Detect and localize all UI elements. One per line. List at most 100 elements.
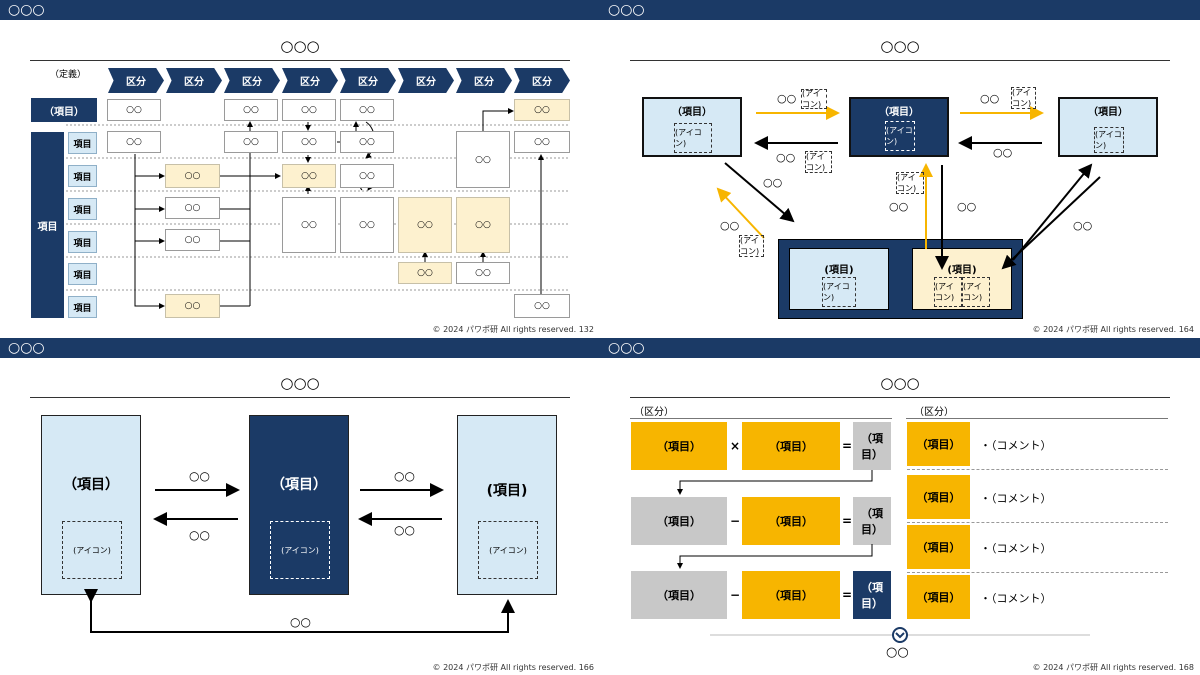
column-header-chevron: 区分 [108, 68, 164, 93]
column-header-chevron: 区分 [398, 68, 454, 93]
s1-connectors [66, 108, 570, 309]
column-header-chevron: 区分 [224, 68, 280, 93]
equals: = [841, 588, 853, 602]
flow-label: ○○ [980, 92, 1000, 105]
row-group-header: （項目） [31, 98, 97, 122]
cell: ○○ [107, 131, 161, 153]
comment: ・（コメント） [980, 492, 1052, 505]
cell: ○○ [165, 197, 220, 219]
flow-label: ○○ [957, 200, 977, 213]
column-header-chevron: 区分 [456, 68, 512, 93]
item-box: （項目） [631, 422, 727, 470]
icon-placeholder: (アイコン) [1094, 127, 1124, 153]
cell: ○○ [456, 197, 510, 253]
cell: ○○ [340, 99, 394, 121]
cell: ○○ [514, 131, 570, 153]
icon-placeholder: (アイコン) [801, 89, 827, 109]
item-box: （項目） [907, 525, 970, 569]
item-box: （項目） [742, 571, 840, 619]
bottom-container: (項目) (アイコン) (項目) (アイコン) (アイコン) [778, 239, 1023, 319]
icon-placeholder: (アイコン) [62, 521, 122, 579]
item-box: （項目） [631, 571, 727, 619]
item-label: (項目) [486, 483, 528, 499]
comment: ・（コメント） [980, 542, 1052, 555]
row-label: 項目 [68, 231, 97, 253]
slide-164: ○○○ ○○○ （項目） (アイコン) （項目） (アイコン) （項目） (アイ… [600, 0, 1200, 337]
equals: = [841, 514, 853, 528]
column-header-chevron: 区分 [340, 68, 396, 93]
category-rule [906, 418, 1168, 419]
cell: ○○ [282, 164, 336, 188]
top-bar: ○○○ [0, 338, 600, 358]
slide-132: ○○○ ○○○ （定義） 区分区分区分区分区分区分区分区分 （項目） 項目 項目… [0, 0, 600, 337]
icon-placeholder: (アイコン) [885, 121, 915, 151]
copyright: © 2024 パワポ研 All rights reserved. 168 [1032, 663, 1194, 672]
s3-connectors [84, 483, 515, 633]
divider [907, 572, 1168, 573]
slide-168: ○○○ ○○○ （区分） （区分） （項目）×（項目）=（項目）（項目）−（項目… [600, 338, 1200, 675]
item-box: （項目） [907, 475, 970, 519]
flow-label: ○○ [777, 92, 797, 105]
item-box: （項目） [631, 497, 727, 545]
item-label: (項目) [947, 265, 977, 276]
item-box-center: （項目） (アイコン) [849, 97, 949, 157]
title-rule [30, 60, 570, 61]
flow-label: ○○ [189, 469, 210, 483]
row-label: 項目 [68, 132, 97, 154]
title-rule [630, 60, 1170, 61]
title-rule [30, 397, 570, 398]
side-label: 項目 [31, 132, 64, 318]
header-text: ○○○ [608, 340, 645, 356]
top-bar: ○○○ [0, 0, 600, 20]
cell: ○○ [514, 294, 570, 318]
item-box-right: (項目) (アイコン) [457, 415, 557, 595]
comment: ・（コメント） [980, 592, 1052, 605]
cell: ○○ [398, 262, 452, 284]
slide-title: ○○○ [880, 374, 920, 392]
header-text: ○○○ [8, 2, 45, 18]
copyright: © 2024 パワポ研 All rights reserved. 166 [432, 663, 594, 672]
cell: ○○ [282, 131, 336, 153]
header-text: ○○○ [608, 2, 645, 18]
title-rule [630, 397, 1170, 398]
item-label: （項目） [1088, 107, 1128, 118]
item-label: （項目） [672, 107, 712, 118]
item-box-center: （項目） (アイコン) [249, 415, 349, 595]
slide-title: ○○○ [880, 37, 920, 55]
operator: − [729, 514, 741, 528]
row-label: 項目 [68, 296, 97, 318]
cell: ○○ [165, 229, 220, 251]
column-header-chevron: 区分 [514, 68, 570, 93]
flow-label: ○○ [720, 219, 740, 232]
s2-connectors [716, 106, 1101, 270]
cell: ○○ [224, 99, 278, 121]
slide-title: ○○○ [280, 374, 320, 392]
definition-label: （定義） [50, 70, 87, 80]
top-bar: ○○○ [600, 0, 1200, 20]
cell: ○○ [165, 294, 220, 318]
flow-label: ○○ [763, 176, 783, 189]
result-box: （項目） [853, 422, 891, 470]
icon-placeholder: (アイコン) [478, 521, 538, 579]
item-box: （項目） [907, 422, 970, 466]
cell: ○○ [398, 197, 452, 253]
top-bar: ○○○ [600, 338, 1200, 358]
equals: = [841, 439, 853, 453]
comment: ・（コメント） [980, 439, 1052, 452]
divider [907, 522, 1168, 523]
item-box: （項目） [907, 575, 970, 619]
item-box-left: （項目） (アイコン) [41, 415, 141, 595]
icon-placeholder: (アイコン) [822, 277, 856, 307]
flow-label: ○○ [889, 200, 909, 213]
column-header-chevron: 区分 [282, 68, 338, 93]
flow-label: ○○ [290, 615, 311, 629]
result-label: ○○ [886, 645, 909, 660]
item-box: （項目） [742, 422, 840, 470]
category-label: （区分） [914, 407, 954, 418]
column-header-chevron: 区分 [166, 68, 222, 93]
icon-placeholder: (アイコン) [739, 235, 764, 257]
item-label: （項目） [63, 477, 119, 493]
copyright: © 2024 パワポ研 All rights reserved. 164 [1032, 325, 1194, 334]
category-label: （区分） [634, 407, 674, 418]
flow-label: ○○ [776, 151, 796, 164]
